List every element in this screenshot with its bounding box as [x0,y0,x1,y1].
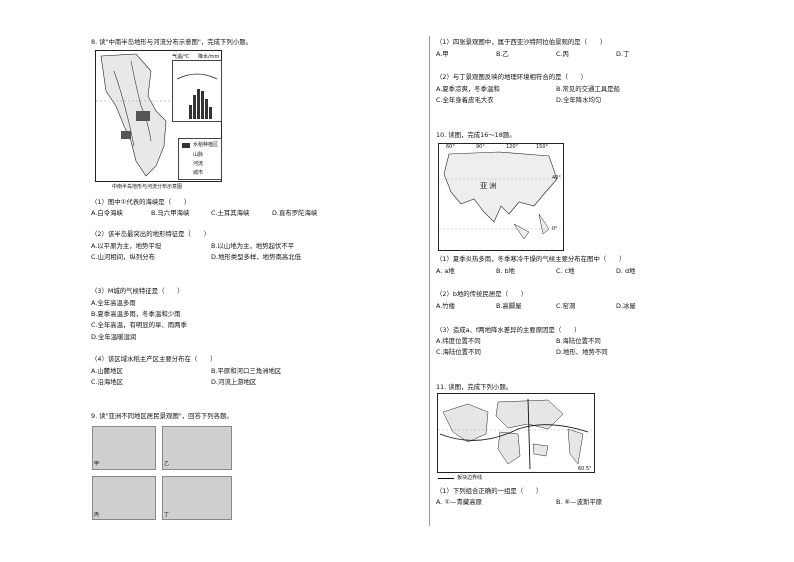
q10-intro: 10. 读图，完成16～18题。 [436,131,516,139]
q10-sub1-c[interactable]: C. c地 [556,267,575,275]
climate-axis-right: 降水/mm [198,54,220,60]
q8-sub1-a[interactable]: A.白令海峡 [91,209,123,217]
photo-bing [92,476,156,520]
asia-map [438,143,564,251]
map-legend: 水稻种植区 山脉 河流 城市 [178,138,222,180]
q8-intro: 8. 读"中南半岛地形与河流分布示意图"，完成下列小题。 [91,38,252,46]
lat-60-5: 60.5° [578,466,592,472]
q10-sub2: （2）b地的传统民居是（ ） [436,290,528,298]
q8-sub1-c[interactable]: C.土耳其海峡 [211,209,250,217]
lat-40: 40° [552,175,561,181]
lon-60: 60° [446,144,455,150]
q8-sub2: （2）该半岛最突出的地形特征是（ ） [91,230,211,238]
q10-sub2-c[interactable]: C.窑洞 [556,302,576,310]
q9-sub2: （2）与丁景观图反映的地理环境相符合的是（ ） [436,73,588,81]
label-jia: 甲 [94,461,100,467]
q8-sub4: （4）该区域水稻主产区主要分布在（ ） [91,355,217,363]
q9-sub1-d[interactable]: D.丁 [616,50,630,58]
label-bing: 丙 [94,512,100,518]
q9-sub2-c[interactable]: C.全年身着皮毛大衣 [436,96,494,104]
legend-river: 河流 [193,161,204,167]
q9-sub1-a[interactable]: A.甲 [436,50,449,58]
q8-sub3-d[interactable]: D.全年温暖湿润 [91,333,137,341]
q8-sub1: （1）图中①代表的海峡是（ ） [91,198,191,206]
q9-sub2-b[interactable]: B.常见的交通工具是船 [556,85,620,93]
lon-150: 150° [536,144,549,150]
q8-sub3-b[interactable]: B.夏季高温多雨，冬季温和少雨 [91,310,181,318]
q8-sub2-c[interactable]: C.山河相间，纵列分布 [91,253,156,261]
q10-sub1: （1）夏季炎热多雨，冬季寒冷干燥的气候主要分布在图中（ ） [436,255,626,263]
legend-rice: 水稻种植区 [193,142,219,148]
lon-120: 120° [506,144,519,150]
climate-axis-left: 气温/℃ [172,54,190,60]
plates-map [437,393,595,473]
q10-sub1-b[interactable]: B. b地 [496,267,515,275]
plate-boundary-legend: 板块边界线 [457,475,483,481]
q8-sub3-c[interactable]: C.全年高温，有明显的旱、雨两季 [91,321,187,329]
q9-sub1: （1）四张景观图中，属于西亚沙特阿拉伯景观的是（ ） [436,38,607,46]
asia-map-label: 亚 洲 [480,182,497,190]
q8-sub1-d[interactable]: D.直布罗陀海峡 [272,209,318,217]
q10-sub2-d[interactable]: D.冰屋 [616,302,636,310]
column-divider [429,36,430,526]
q10-sub3-d[interactable]: D.地形、地势不同 [556,348,608,356]
q9-sub2-d[interactable]: D.全年降水均匀 [556,96,602,104]
legend-city: 城市 [193,170,204,176]
plate-boundary-legend-line [438,478,454,479]
q8-sub4-b[interactable]: B.平原和河口三角洲地区 [211,367,282,375]
q9-intro: 9. 读"亚洲不同地区居民景观图"，回答下列各题。 [91,412,233,420]
q11-sub1-b[interactable]: B. ⑥—波斯平原 [556,498,603,506]
q11-sub1: （1）下列组合正确的一组是（ ） [436,487,543,495]
q8-sub4-d[interactable]: D.河流上游地区 [211,378,257,386]
photo-ding [162,476,232,520]
q8-sub4-c[interactable]: C.沿海地区 [91,378,124,386]
q10-sub2-a[interactable]: A.竹楼 [436,302,456,310]
climate-chart [172,60,222,122]
q8-sub3-a[interactable]: A.全年高温多雨 [91,299,136,307]
q8-sub2-b[interactable]: B.以山地为主，地势起伏不平 [211,242,295,250]
label-ding: 丁 [164,512,170,518]
map-caption: 中南半岛地形与河流分布示意图 [112,184,183,190]
q10-sub1-d[interactable]: D. d地 [616,267,636,275]
q10-sub3-a[interactable]: A.纬度位置不同 [436,337,481,345]
q10-sub3-c[interactable]: C.海陆位置不同 [436,348,481,356]
photo-jia [92,426,156,470]
label-yi: 乙 [164,461,170,467]
q10-sub1-a[interactable]: A. a地 [436,267,455,275]
q8-sub2-a[interactable]: A.以平原为主，地势平坦 [91,242,162,250]
q8-sub1-b[interactable]: B.马六甲海峡 [151,209,190,217]
q11-intro: 11. 读图，完成下列小题。 [436,383,513,391]
q11-sub1-a[interactable]: A. ①—青藏高原 [436,498,483,506]
q8-sub2-d[interactable]: D.地形类型多样，地势南高北低 [211,253,302,261]
legend-mountain: 山脉 [193,152,204,158]
q8-sub4-a[interactable]: A.山麓地区 [91,367,123,375]
q10-sub2-b[interactable]: B.高脚屋 [496,302,522,310]
q9-sub2-a[interactable]: A.夏季凉爽，冬季温和 [436,85,500,93]
q9-sub1-b[interactable]: B.乙 [496,50,509,58]
q8-sub3: （3）M城的气候特征是（ ） [91,287,184,295]
q9-sub1-c[interactable]: C.丙 [556,50,569,58]
photo-yi [162,426,232,470]
lon-90: 90° [476,144,485,150]
q10-sub3: （3）造成a、f两地降水差异的主要原因是（ ） [436,326,581,334]
q10-sub3-b[interactable]: B.海陆位置不同 [556,337,601,345]
lat-0: 0° [552,226,558,232]
